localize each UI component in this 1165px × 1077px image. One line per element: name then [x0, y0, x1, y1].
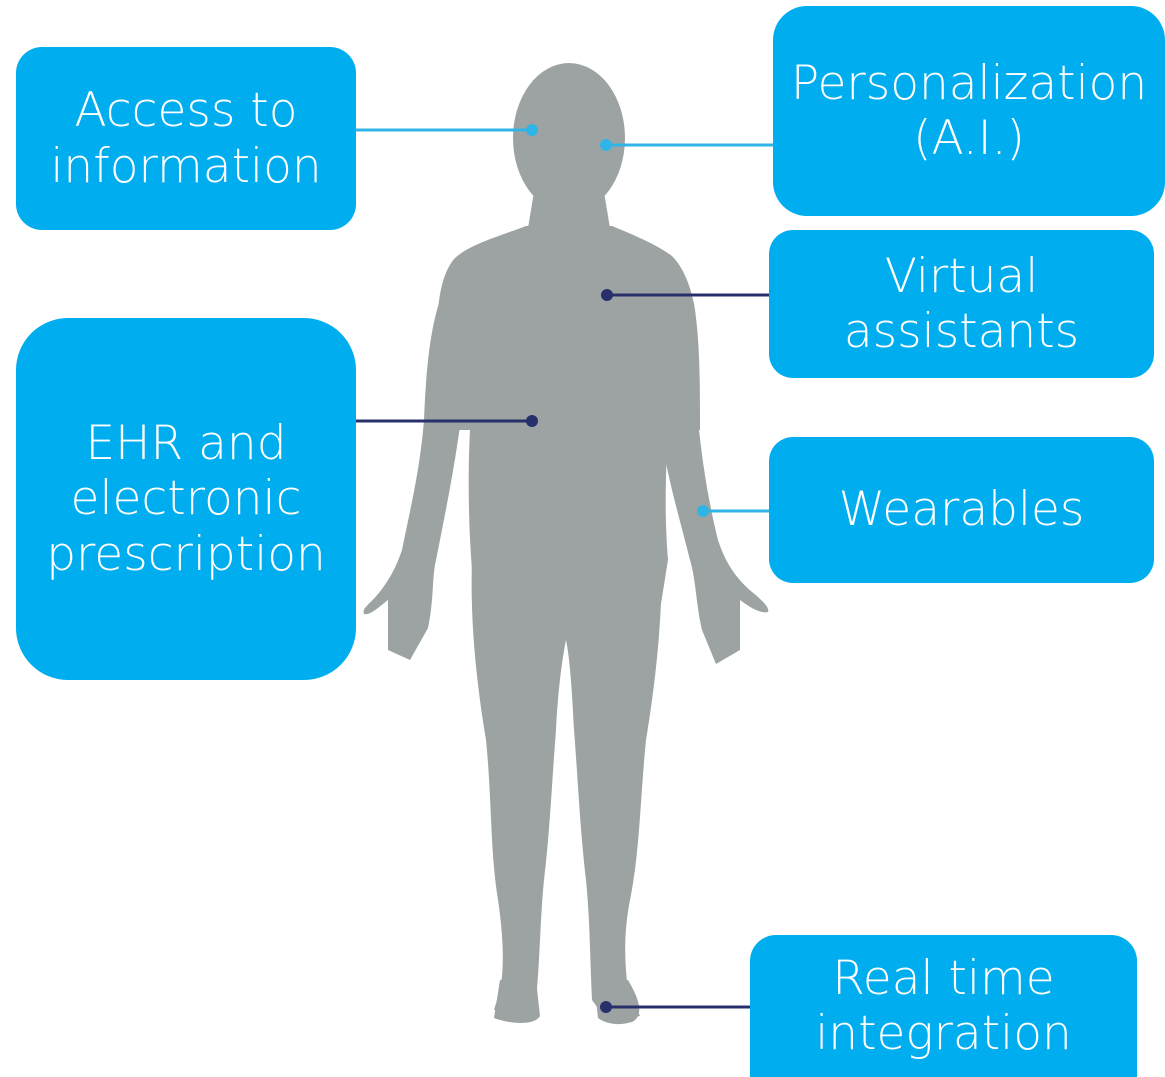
connector-dot-realtime	[600, 1001, 612, 1013]
callout-real-time-integration: Real time integration	[750, 935, 1137, 1077]
callout-virtual-line-2: assistants	[843, 304, 1080, 359]
silhouette-right-arm	[646, 300, 769, 664]
callout-personalization-line-2: (A.I.)	[913, 111, 1025, 166]
callout-access-line-1: Access to	[74, 83, 298, 139]
silhouette-neck	[526, 180, 612, 240]
human-silhouette	[363, 63, 769, 1025]
callout-access-to-information: Access to information	[16, 47, 356, 230]
callout-personalization: Personalization (A.I.)	[773, 6, 1165, 216]
connector-dot-virtual	[601, 289, 613, 301]
connector-dot-access	[526, 124, 538, 136]
callout-virtual-line-1: Virtual	[884, 248, 1039, 304]
connectors	[356, 124, 773, 1013]
connector-dot-ehr	[526, 415, 538, 427]
callout-ehr-line-3: prescription	[46, 526, 326, 582]
silhouette-torso	[426, 226, 700, 610]
connector-dot-wearables	[697, 505, 709, 517]
callout-ehr-line-2: electronic	[70, 471, 302, 527]
silhouette-left-foot	[494, 980, 540, 1023]
callout-realtime-line-1: Real time	[832, 950, 1055, 1006]
silhouette-legs	[471, 560, 662, 1022]
callout-personalization-line-1: Personalization	[790, 55, 1148, 111]
callout-access-line-2: information	[50, 138, 322, 194]
silhouette-head	[513, 63, 625, 213]
callout-virtual-assistants: Virtual assistants	[769, 230, 1154, 378]
silhouette-left-arm	[363, 300, 474, 660]
callout-ehr-line-1: EHR and	[85, 415, 287, 471]
connector-dot-personalization	[600, 139, 612, 151]
callout-wearables: Wearables	[769, 437, 1154, 583]
callout-realtime-line-2: integration	[815, 1006, 1072, 1061]
callout-wearables-line-1: Wearables	[838, 482, 1085, 538]
callout-ehr-and-electronic-prescription: EHR and electronic prescription	[16, 318, 356, 680]
silhouette-right-foot	[594, 980, 640, 1025]
